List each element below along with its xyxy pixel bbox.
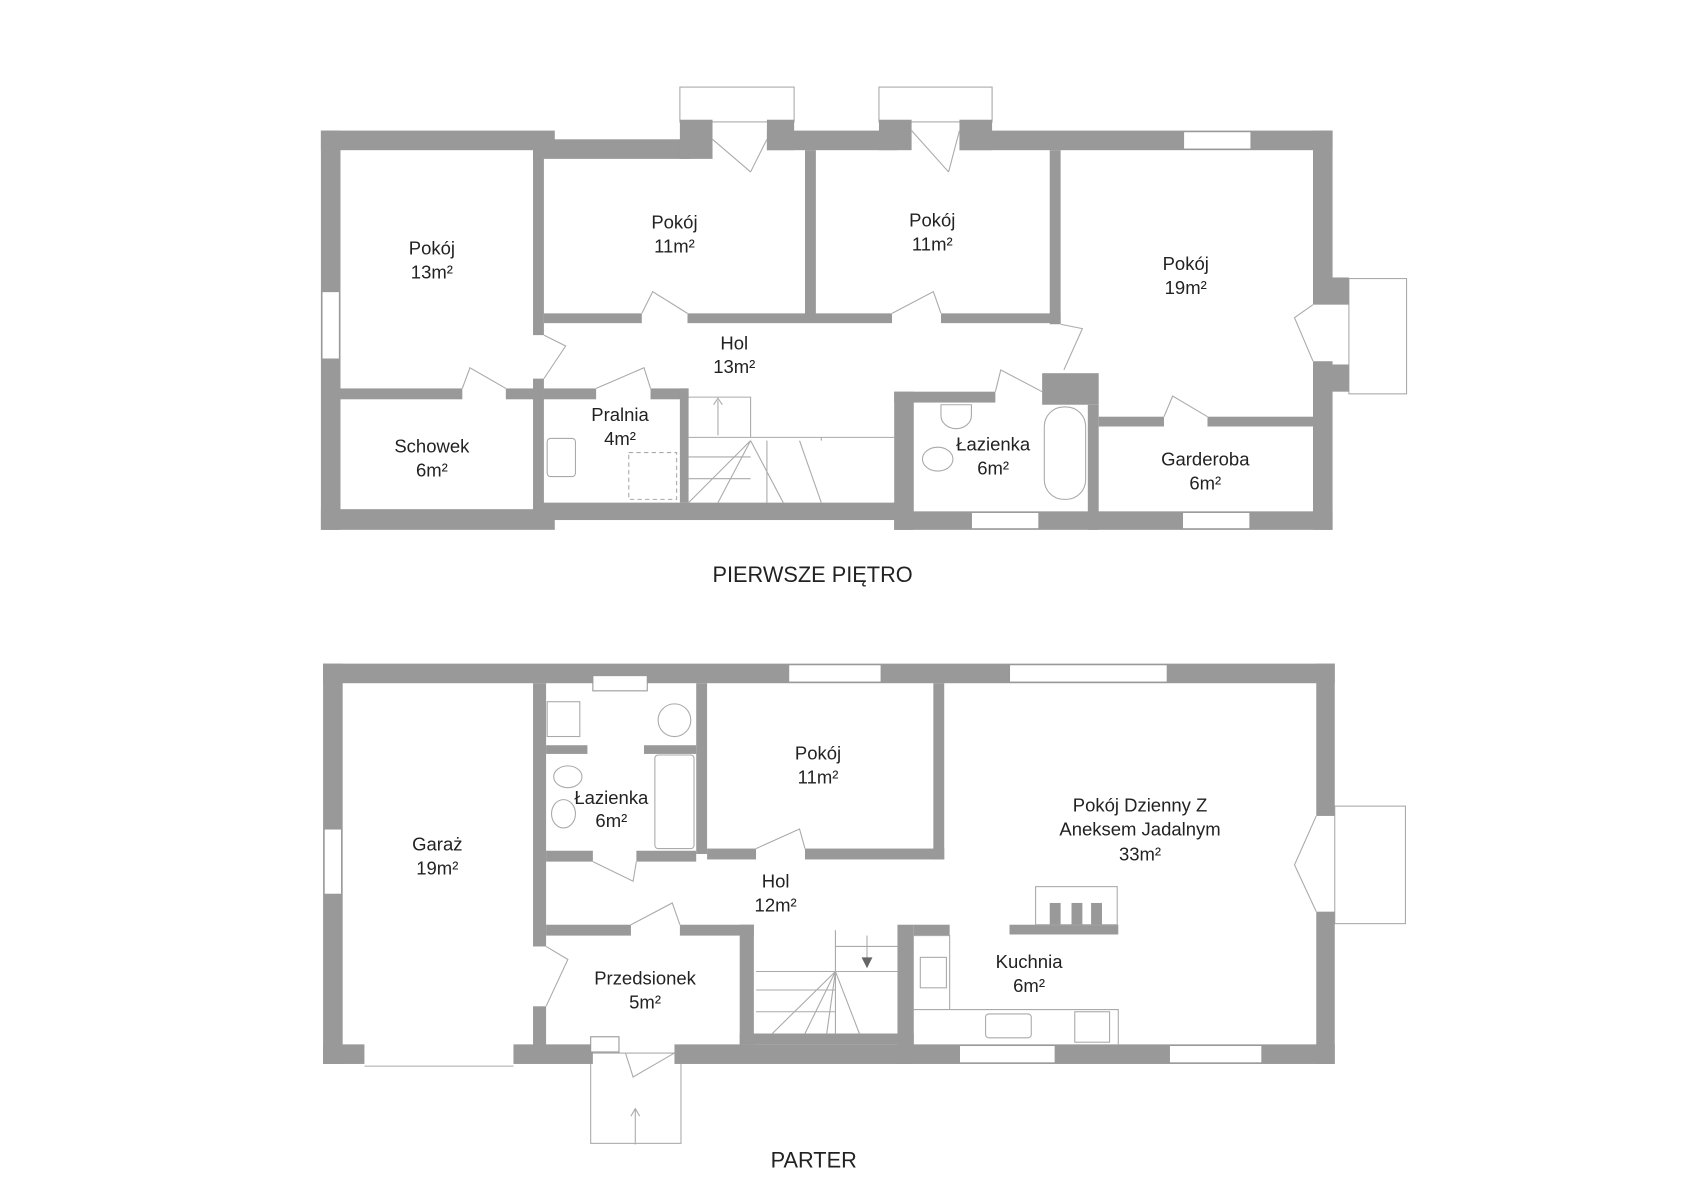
floor-title: PIERWSZE PIĘTRO — [712, 562, 912, 587]
bathtub-icon — [654, 754, 695, 850]
room-area: 6m² — [595, 810, 627, 831]
room-area: 6m² — [416, 460, 448, 481]
room-name: Pralnia — [591, 404, 649, 425]
room-name: Pokój — [651, 212, 697, 233]
room-name: Łazienka — [574, 787, 649, 808]
room-name: Pokój — [909, 209, 955, 230]
stairs — [688, 396, 895, 504]
room-name: Łazienka — [956, 433, 1031, 454]
entry-arrow — [630, 1107, 641, 1145]
stair-arrow — [713, 397, 723, 436]
room-area: 11m² — [798, 766, 839, 787]
room-area: 13m² — [713, 356, 755, 377]
fixtures — [546, 404, 1087, 500]
washer-icon — [628, 452, 678, 500]
shower-icon — [546, 701, 581, 738]
room-name: Pokój Dzienny Z — [1073, 795, 1208, 816]
balconies — [679, 86, 1408, 395]
windows — [323, 664, 1263, 1067]
room-name: Schowek — [394, 436, 470, 457]
shower-icon — [546, 437, 577, 478]
stove-icon — [919, 956, 947, 989]
room-area: 6m² — [977, 457, 1009, 478]
room-name: Hol — [720, 332, 748, 353]
appliance-icon — [1074, 1011, 1111, 1043]
toilet-icon — [553, 765, 583, 789]
room-area: 19m² — [416, 858, 458, 879]
room-area: 13m² — [411, 262, 453, 283]
porches — [590, 805, 1407, 1145]
room-name: Kuchnia — [996, 951, 1064, 972]
kitchen-counter — [913, 935, 1119, 1045]
room-area: 33m² — [1119, 844, 1161, 865]
fixtures — [546, 701, 1119, 1045]
kitchen-sink-icon — [985, 1013, 1032, 1039]
doors — [461, 130, 1314, 418]
room-name: Przedsionek — [594, 968, 696, 989]
bathtub-icon — [1043, 406, 1087, 500]
sink-icon — [550, 799, 577, 829]
room-area: 6m² — [1189, 473, 1221, 494]
room-name: Garderoba — [1161, 449, 1250, 470]
room-name-line2: Aneksem Jadalnym — [1059, 819, 1220, 840]
ground-floor: Garaż 19m² Łazienka 6m² Pokój 11m² Pokój… — [323, 663, 1407, 1172]
room-area: 12m² — [755, 895, 797, 916]
stairs — [756, 930, 898, 1034]
room-name: Pokój — [1163, 253, 1209, 274]
toilet-icon — [921, 446, 954, 472]
floor-title: PARTER — [771, 1147, 857, 1172]
walls — [323, 663, 1335, 1064]
sink-icon — [940, 404, 972, 430]
room-labels: Garaż 19m² Łazienka 6m² Pokój 11m² Pokój… — [412, 742, 1221, 1012]
room-name: Pokój — [409, 238, 455, 259]
room-name: Hol — [762, 871, 790, 892]
room-area: 4m² — [604, 428, 636, 449]
room-area: 5m² — [629, 991, 661, 1012]
room-labels: Pokój 13m² Pokój 11m² Pokój 11m² Pokój 1… — [394, 209, 1250, 493]
room-area: 11m² — [912, 233, 953, 254]
room-area: 19m² — [1165, 277, 1207, 298]
washing-machine-icon — [657, 703, 692, 738]
room-name: Pokój — [795, 742, 841, 763]
windows — [321, 131, 1252, 530]
upper-floor: Pokój 13m² Pokój 11m² Pokój 11m² Pokój 1… — [320, 86, 1408, 587]
room-name: Garaż — [412, 834, 462, 855]
room-area: 11m² — [654, 235, 695, 256]
room-area: 6m² — [1013, 975, 1045, 996]
doors — [545, 815, 1317, 1078]
